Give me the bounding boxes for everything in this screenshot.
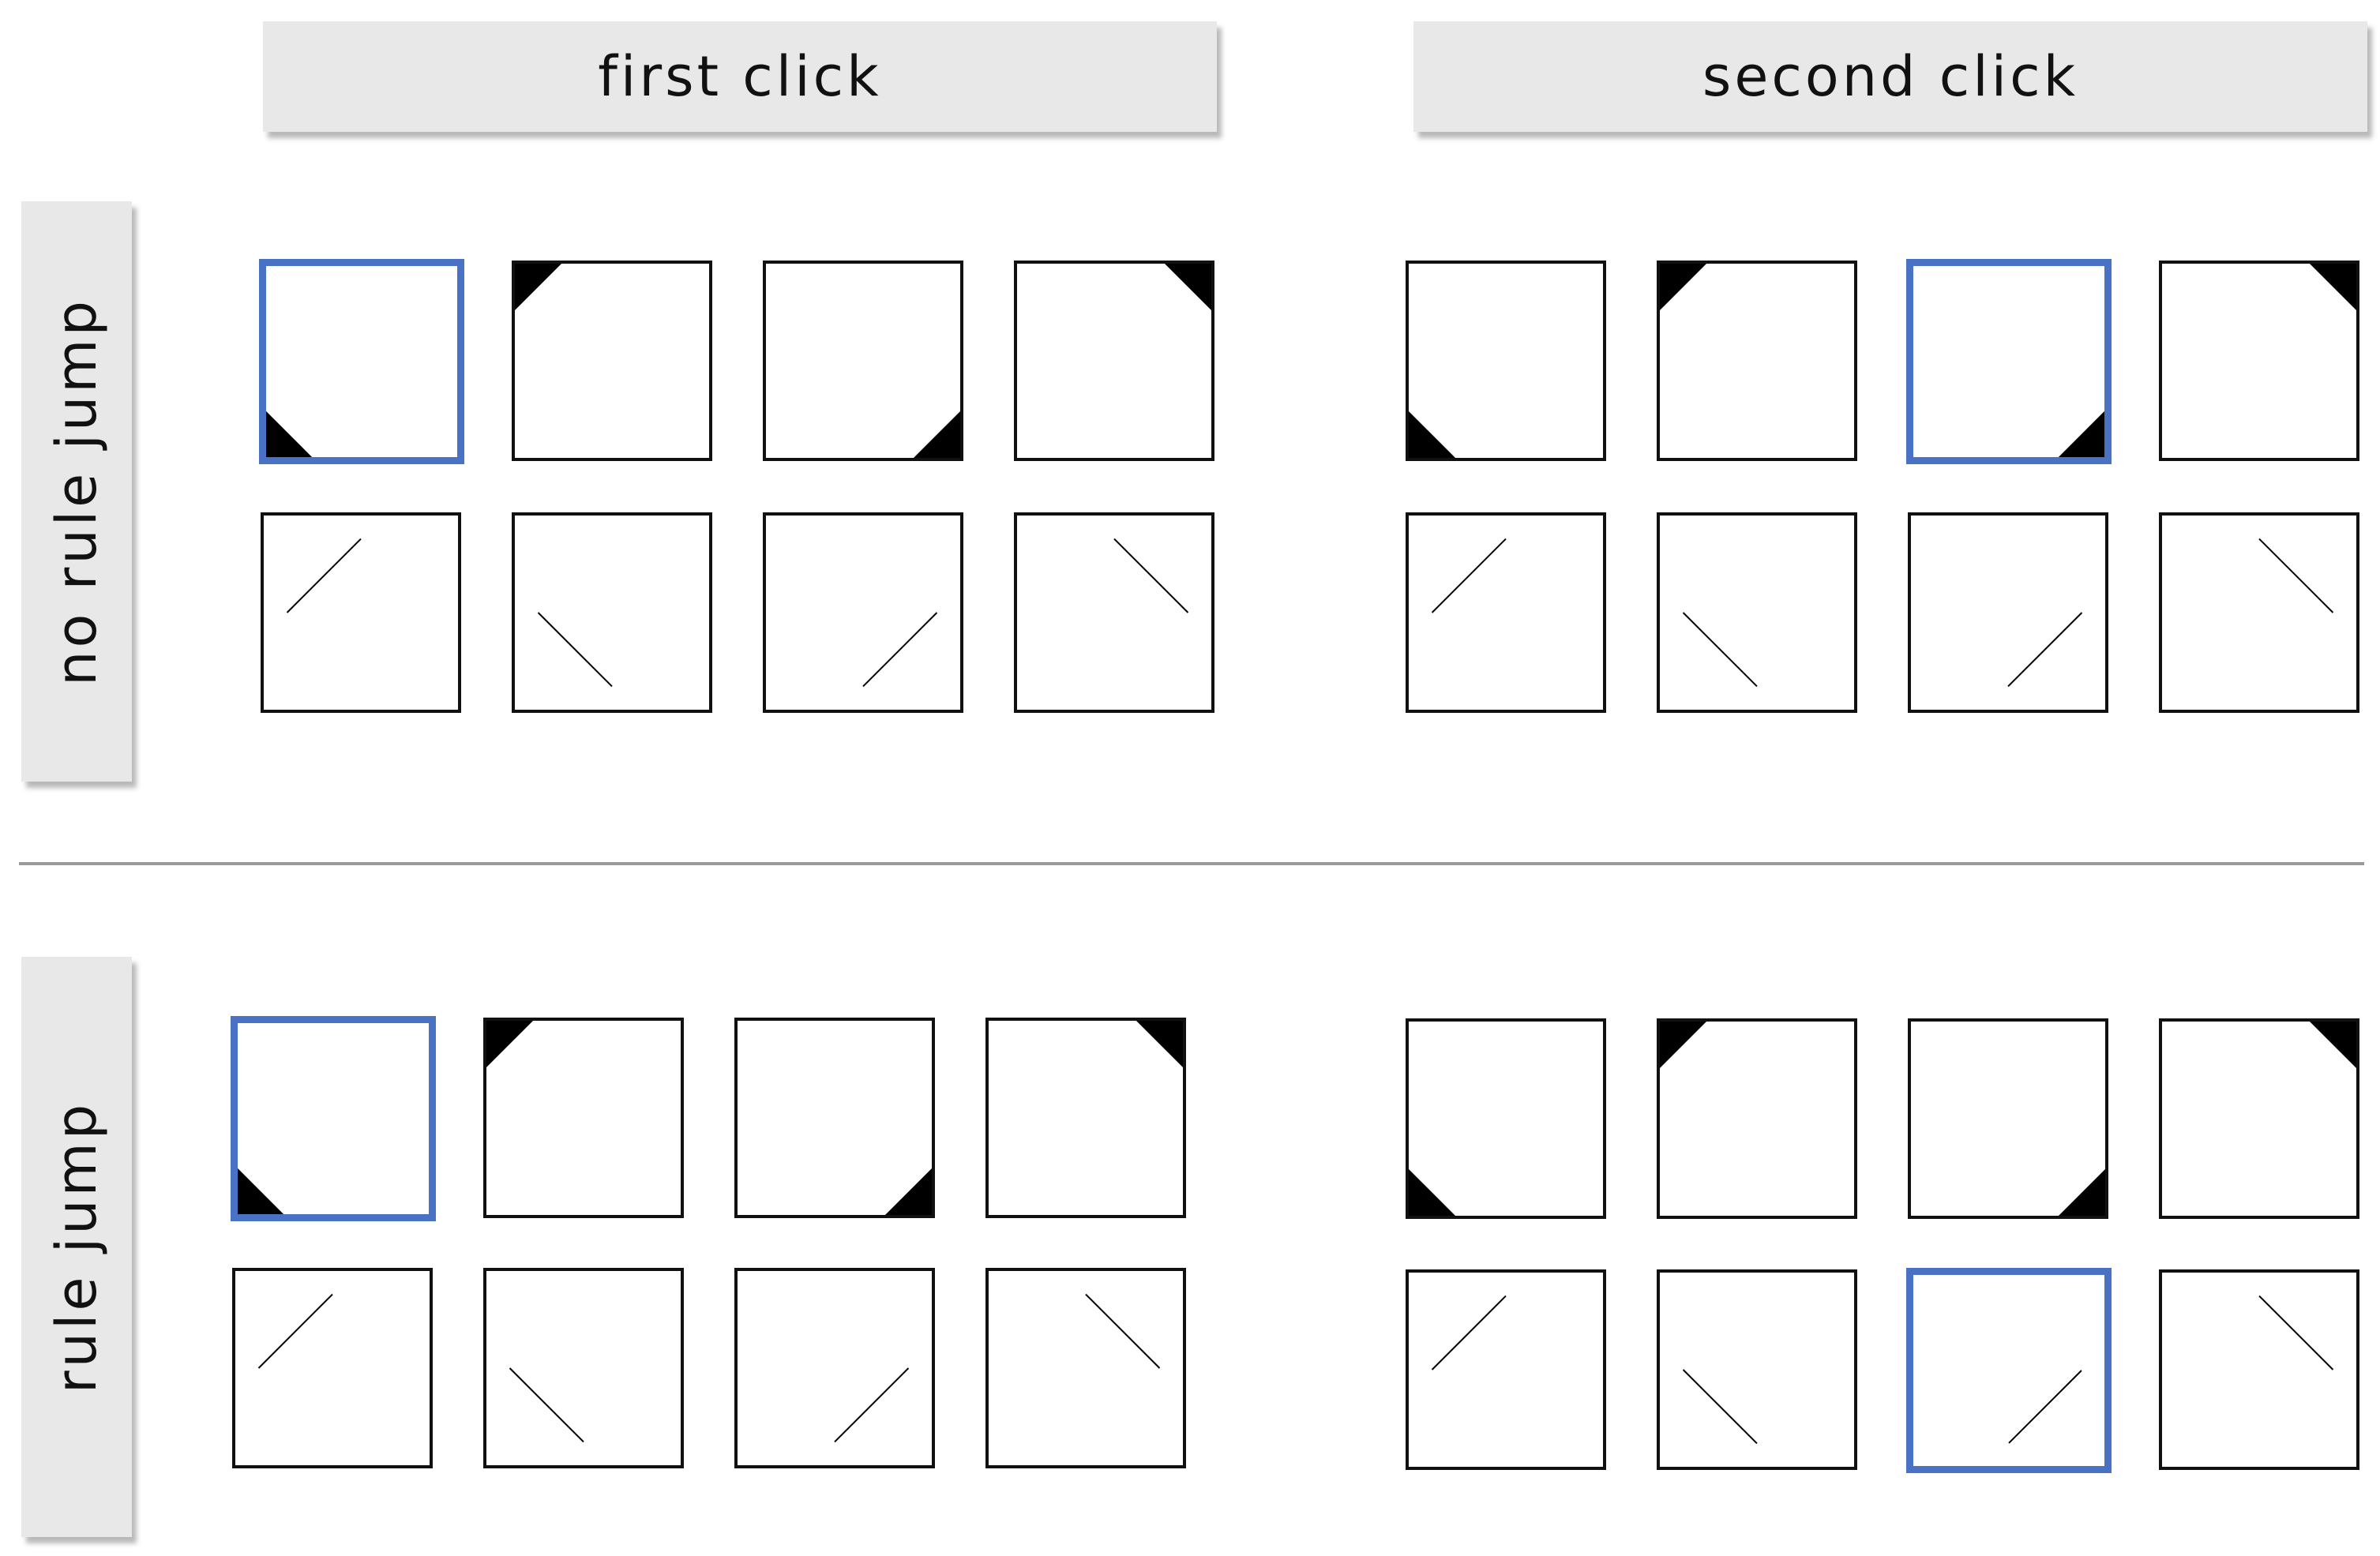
corner-top-right-icon [1136,1021,1183,1068]
stimulus-cell[interactable] [1906,1268,2112,1473]
stimulus-cell[interactable] [763,512,963,713]
column-header-second-click: second click [1413,21,2367,132]
corner-bottom-right-icon [884,1168,932,1215]
row-header-rule-jump: rule jump [21,957,132,1537]
stimulus-cell[interactable] [734,1018,935,1218]
stimulus-cell[interactable] [512,261,712,461]
row-header-label: rule jump [44,1100,109,1393]
diagonal-ascending-upper-left-icon [1409,516,1603,710]
stimulus-cell[interactable] [259,259,464,464]
stimulus-cell[interactable] [231,1016,436,1221]
corner-top-right-icon [2309,1022,2356,1069]
stimulus-cell[interactable] [261,512,461,713]
stimulus-cell[interactable] [985,1018,1186,1218]
section-divider [19,862,2364,865]
diagonal-descending-upper-right-icon [989,1271,1183,1465]
stimulus-cell[interactable] [1406,261,1606,461]
diagonal-ascending-upper-left-icon [1409,1273,1603,1467]
stimulus-cell[interactable] [483,1018,684,1218]
stimulus-cell[interactable] [1406,1018,1606,1219]
stimulus-cell[interactable] [2159,1269,2359,1470]
stimulus-cell[interactable] [2159,261,2359,461]
diagonal-descending-lower-left-icon [1660,516,1854,710]
stimulus-cell[interactable] [2159,1018,2359,1219]
stimulus-cell[interactable] [232,1268,433,1468]
stimulus-cell[interactable] [483,1268,684,1468]
row-header-label: no rule jump [44,297,109,686]
corner-bottom-left-icon [1409,1168,1456,1216]
diagonal-ascending-lower-right-icon [738,1271,932,1465]
stimulus-cell[interactable] [1657,261,1857,461]
diagonal-descending-lower-left-icon [1660,1273,1854,1467]
corner-bottom-right-icon [913,411,960,458]
corner-bottom-right-icon [2058,1168,2105,1216]
stimulus-cell[interactable] [1406,512,1606,713]
corner-bottom-left-icon [266,411,313,457]
stimulus-cell[interactable] [1908,512,2108,713]
diagonal-descending-lower-left-icon [515,516,709,710]
corner-top-left-icon [1660,1022,1707,1069]
corner-bottom-right-icon [2058,411,2104,457]
column-header-label: first click [598,44,882,109]
diagonal-descending-upper-right-icon [2162,516,2356,710]
stimulus-cell[interactable] [734,1268,935,1468]
column-header-label: second click [1702,44,2079,109]
diagonal-descending-lower-left-icon [486,1271,681,1465]
diagonal-ascending-lower-right-icon [766,516,960,710]
stimulus-cell[interactable] [2159,512,2359,713]
diagonal-descending-upper-right-icon [2162,1273,2356,1467]
stimulus-cell[interactable] [1657,512,1857,713]
stimulus-cell[interactable] [1908,1018,2108,1219]
stimulus-cell[interactable] [1014,512,1214,713]
row-header-no-rule-jump: no rule jump [21,201,132,782]
corner-top-right-icon [1164,264,1211,311]
diagonal-ascending-upper-left-icon [264,516,458,710]
corner-bottom-left-icon [1409,411,1456,458]
stimulus-cell[interactable] [512,512,712,713]
corner-bottom-left-icon [238,1168,284,1214]
diagonal-descending-upper-right-icon [1017,516,1211,710]
stimulus-cell[interactable] [1906,259,2112,464]
corner-top-left-icon [486,1021,534,1068]
stimulus-cell[interactable] [1406,1269,1606,1470]
corner-top-left-icon [515,264,562,311]
diagonal-ascending-lower-right-icon [1911,516,2105,710]
stimulus-cell[interactable] [1657,1018,1857,1219]
stimulus-cell[interactable] [763,261,963,461]
stimulus-cell[interactable] [985,1268,1186,1468]
column-header-first-click: first click [263,21,1217,132]
diagonal-ascending-lower-right-icon [1913,1275,2104,1466]
corner-top-right-icon [2309,264,2356,311]
stimulus-cell[interactable] [1014,261,1214,461]
corner-top-left-icon [1660,264,1707,311]
diagonal-ascending-upper-left-icon [235,1271,430,1465]
stimulus-cell[interactable] [1657,1269,1857,1470]
